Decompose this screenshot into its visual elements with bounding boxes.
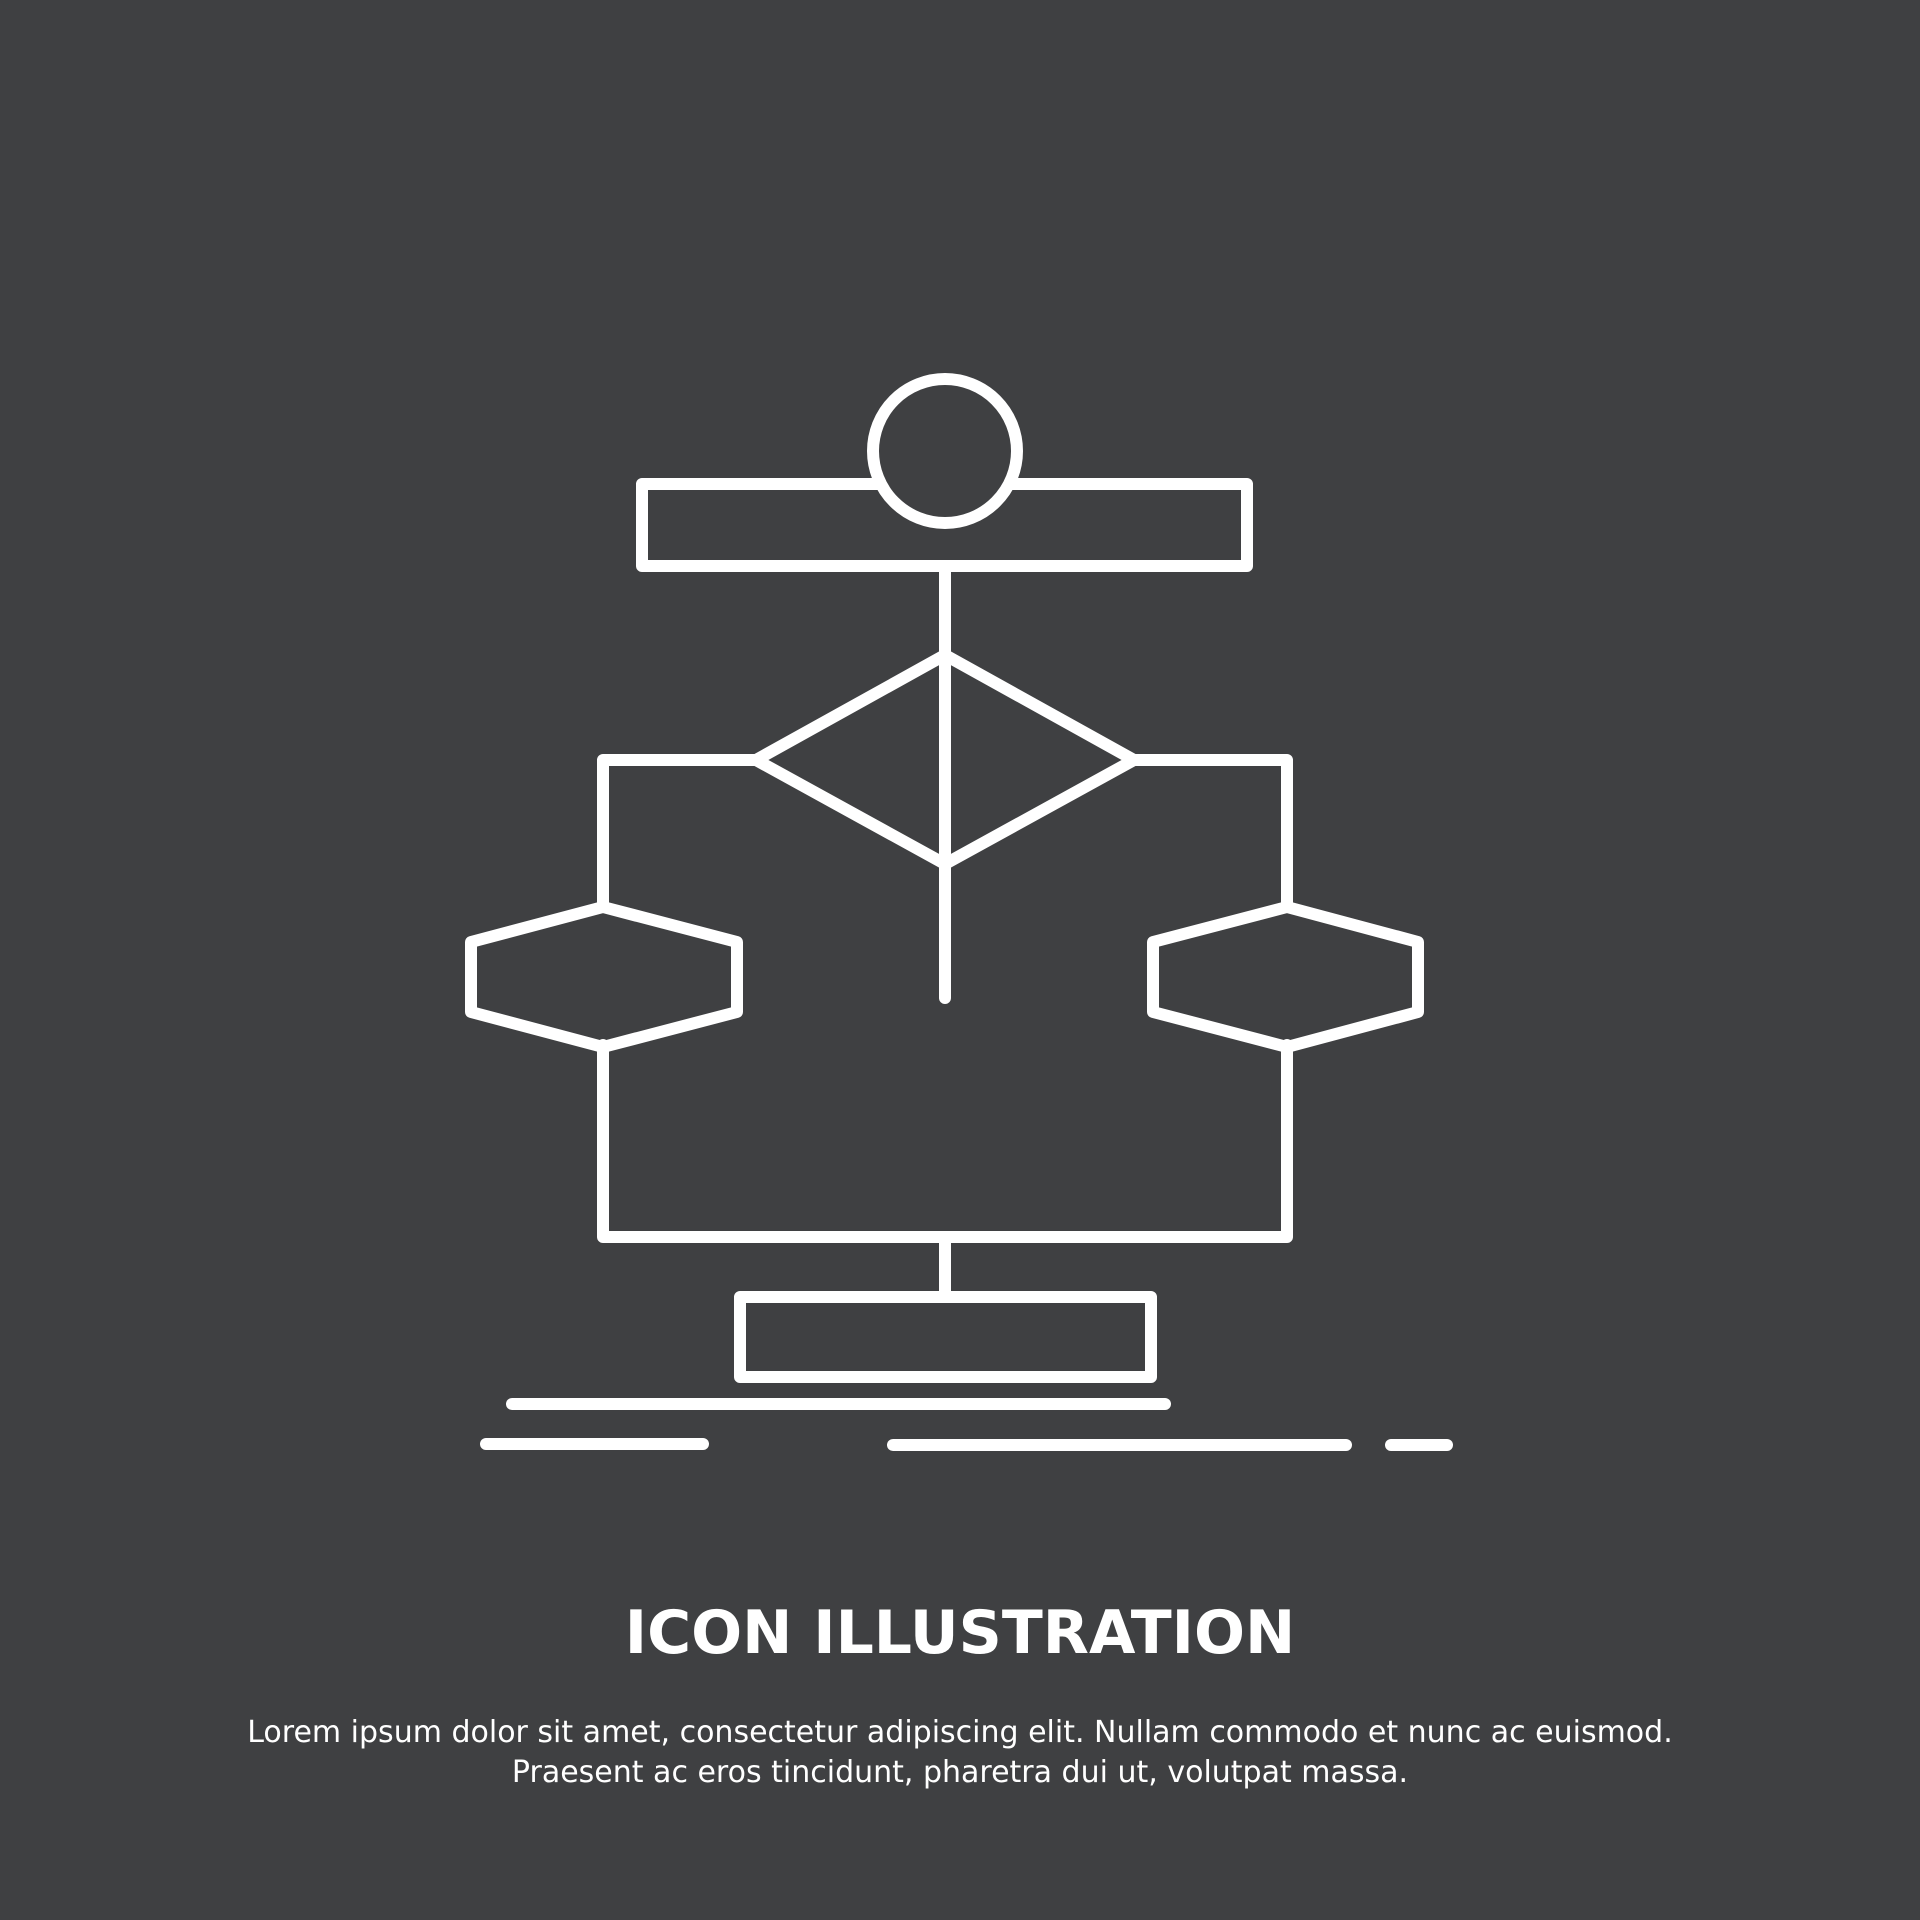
left-process-hexagon — [465, 901, 743, 1053]
start-circle-shape — [867, 373, 1023, 529]
description-line-1: Lorem ipsum dolor sit amet, consectetur … — [247, 1715, 1673, 1750]
illustration-title: ICON ILLUSTRATION — [624, 1598, 1296, 1668]
decision-diamond-shape — [750, 649, 1140, 870]
bottom-loop-line — [597, 1039, 1293, 1243]
right-process-hexagon — [1147, 901, 1424, 1053]
description-line-2: Praesent ac eros tincidunt, pharetra dui… — [511, 1755, 1409, 1790]
end-box-shape — [734, 1291, 1157, 1383]
right-branch-line — [1128, 754, 1293, 913]
left-branch-line — [597, 754, 762, 913]
